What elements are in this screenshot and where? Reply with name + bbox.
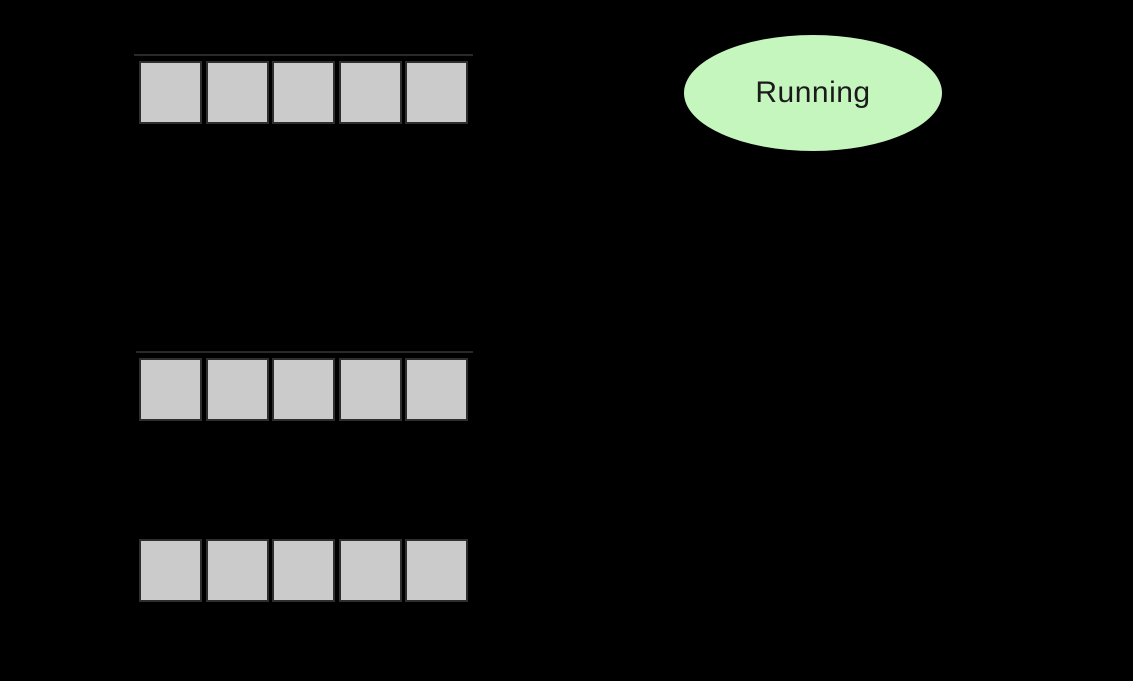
queue-top-cell-4 bbox=[338, 61, 402, 124]
queue-bottom-cell-3 bbox=[272, 539, 335, 602]
queue-bottom-cell-5 bbox=[405, 539, 468, 602]
queue-middle-cell-1 bbox=[139, 358, 202, 421]
queue-top-cell-3 bbox=[272, 61, 335, 124]
queue-top-cell-2 bbox=[205, 61, 269, 124]
queue-top-cell-5 bbox=[405, 61, 468, 124]
queue-top-top-line bbox=[134, 54, 473, 56]
queue-middle-top-line bbox=[136, 351, 473, 353]
running-state-label: Running bbox=[755, 76, 871, 109]
running-state-node: Running bbox=[682, 33, 944, 153]
queue-middle-cell-2 bbox=[205, 358, 269, 421]
queue-top-cell-1 bbox=[139, 61, 202, 124]
queue-bottom-cell-2 bbox=[205, 539, 269, 602]
queue-middle-cell-5 bbox=[405, 358, 468, 421]
queue-bottom-cell-4 bbox=[338, 539, 402, 602]
queue-bottom-cell-1 bbox=[139, 539, 202, 602]
queue-middle-cell-4 bbox=[338, 358, 402, 421]
queue-middle-cell-3 bbox=[272, 358, 335, 421]
